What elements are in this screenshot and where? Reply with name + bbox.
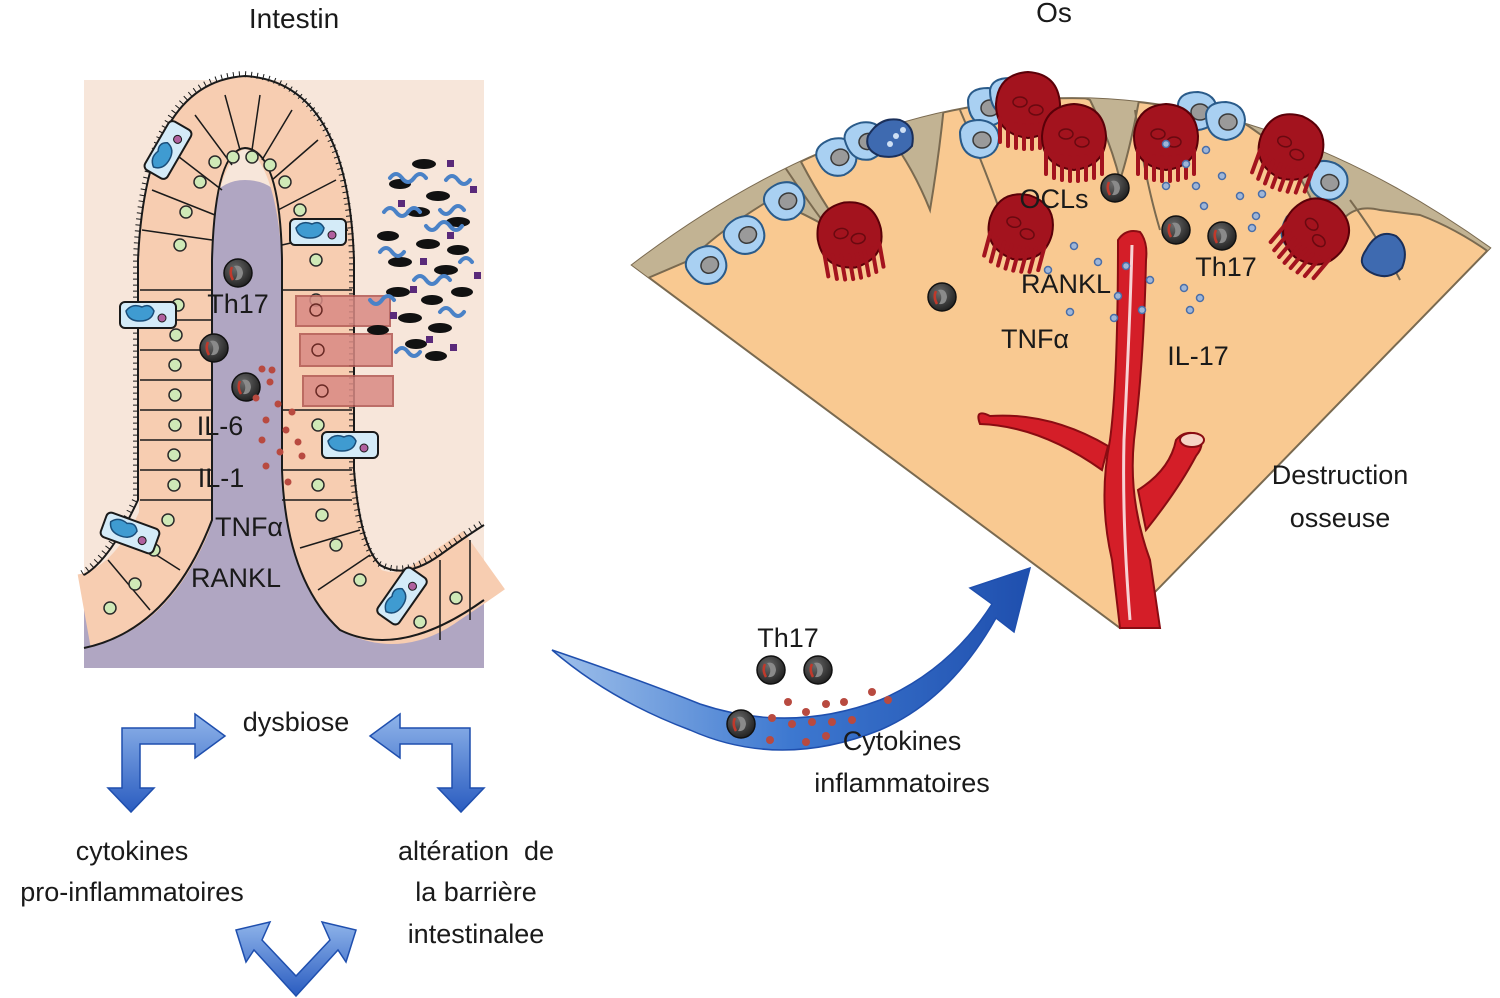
brush-border <box>83 74 485 576</box>
barrier-label-line3: intestinalee <box>408 919 545 949</box>
cycle-arrow-right <box>368 712 486 814</box>
bone-panel: OCLs RANKL Th17 TNFα IL-17 <box>630 70 1492 630</box>
th17-cell <box>222 257 254 289</box>
bone-title: Os <box>1036 0 1072 28</box>
ocls-label: OCLs <box>1019 184 1088 214</box>
barrier-label-line2: la barrière <box>415 877 537 907</box>
barrier-label-line1: altération de <box>398 836 554 866</box>
intestine-panel: Th17 IL-6 IL-1 TNFα RANKL <box>75 70 505 668</box>
transit-cytokine-dots <box>766 688 892 746</box>
bone-th17-label: Th17 <box>1195 252 1257 282</box>
villus-epithelium <box>75 76 505 646</box>
intestine-rankl-label: RANKL <box>191 563 281 593</box>
cytokine-beads <box>1043 139 1267 323</box>
th17-cell <box>802 654 834 686</box>
il6-label: IL-6 <box>197 411 244 441</box>
destruction-label-line2: osseuse <box>1290 503 1391 533</box>
goblet-cell <box>321 431 379 459</box>
intestine-th17-label: Th17 <box>207 289 269 319</box>
osteocyte <box>1360 232 1406 278</box>
transit-cytokines-line1: Cytokines <box>843 726 962 756</box>
il17-label: IL-17 <box>1167 341 1229 371</box>
th17-cell <box>1099 172 1131 204</box>
cycle-arrow-bottom <box>235 920 357 998</box>
transit-arrow <box>551 566 1032 751</box>
goblet-cell <box>119 301 177 329</box>
nuclei <box>103 150 463 629</box>
il1-label: IL-1 <box>198 463 245 493</box>
intestine-tnfa-label: TNFα <box>215 512 283 542</box>
th17-cell <box>725 708 757 740</box>
bacteria-cluster <box>367 159 481 361</box>
destruction-label-line1: Destruction <box>1272 460 1409 490</box>
cycle-arrows <box>106 712 486 998</box>
leaky-junction <box>295 295 394 407</box>
cytokines-label-line1: cytokines <box>76 836 189 866</box>
blood-vessel <box>977 230 1205 629</box>
osteocyte <box>866 118 914 158</box>
dysbiose-label: dysbiose <box>243 707 350 737</box>
th17-cell <box>926 281 958 313</box>
cytokines-label-line2: pro-inflammatoires <box>20 877 244 907</box>
osteoblast <box>1205 101 1246 141</box>
osteoblast <box>959 119 1000 159</box>
bone-rankl-label: RANKL <box>1021 269 1111 299</box>
th17-cell <box>1160 214 1192 246</box>
cycle-arrow-left <box>106 712 227 814</box>
transit-th17-label: Th17 <box>757 623 819 653</box>
transit-cytokines-line2: inflammatoires <box>814 768 990 798</box>
intestine-title: Intestin <box>249 3 339 34</box>
goblet-cell <box>289 218 347 246</box>
th17-cell <box>198 332 230 364</box>
bone-tnfa-label: TNFα <box>1001 324 1069 354</box>
th17-cell <box>755 654 787 686</box>
th17-cell <box>1206 220 1238 252</box>
cytokine-dots <box>252 365 306 486</box>
